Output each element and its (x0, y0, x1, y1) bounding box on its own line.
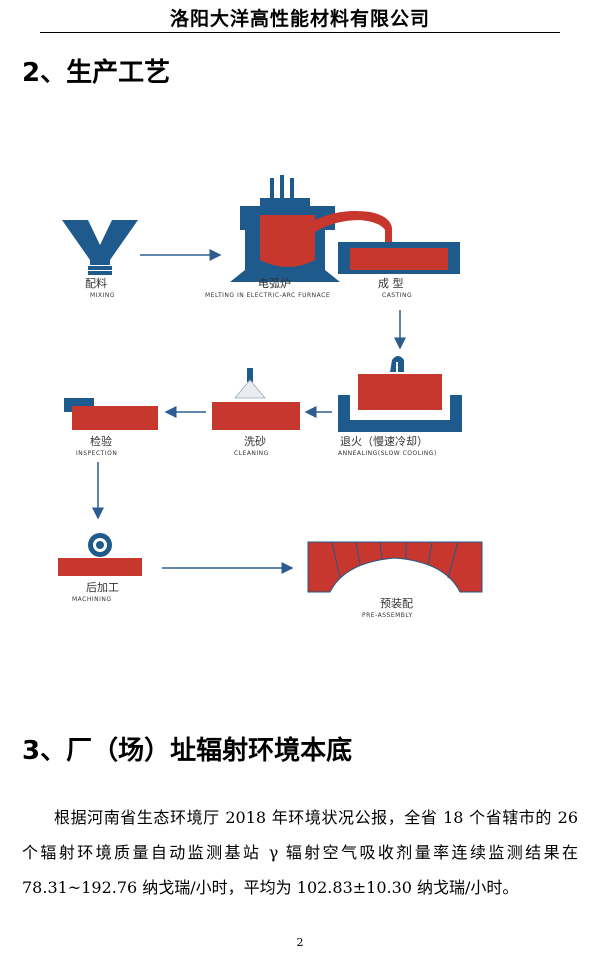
machining-icon (58, 533, 142, 576)
page-number: 2 (296, 936, 304, 949)
cleaning-label: 洗砂 (244, 435, 266, 448)
preassembly-arch-icon (307, 541, 483, 593)
annealing-label: 退火（慢速冷却） (340, 435, 428, 448)
section-2-heading: 2、生产工艺 (22, 58, 171, 88)
body-paragraph: 根据河南省生态环境厅 2018 年环境状况公报，全省 18 个省辖市的 26 个… (22, 800, 578, 905)
annealing-label-en: ANNEALING(SLOW COOLING) (338, 450, 437, 457)
header-rule (40, 32, 560, 33)
furnace-label-en: MELTING IN ELECTRIC-ARC FURNACE (205, 292, 330, 299)
company-header: 洛阳大洋高性能材料有限公司 (169, 8, 430, 30)
machining-label: 后加工 (86, 581, 119, 594)
casting-label: 成 型 (378, 276, 404, 290)
sand-cleaning-icon (212, 368, 300, 430)
electric-arc-furnace-icon (230, 175, 392, 282)
casting-mold-icon (338, 242, 460, 274)
preassembly-label-en: PRE-ASSEMBLY (362, 612, 413, 619)
mixing-label: 配料 (85, 276, 107, 290)
preassembly-label: 预装配 (380, 597, 413, 610)
annealing-oven-icon (338, 356, 462, 432)
radiation-background-text: 根据河南省生态环境厅 2018 年环境状况公报，全省 18 个省辖市的 26 个… (22, 808, 578, 897)
section-3-heading: 3、厂（场）址辐射环境本底 (22, 736, 353, 766)
casting-label-en: CASTING (382, 292, 412, 299)
mixing-hopper-icon (62, 220, 138, 275)
process-flow-diagram: 配料 MIXING 电弧炉 MELTING IN ELECTRIC-ARC FU… (40, 170, 540, 640)
furnace-label: 电弧炉 (258, 276, 291, 290)
inspection-label: 检验 (90, 434, 112, 448)
machining-label-en: MACHINING (72, 596, 112, 603)
cleaning-label-en: CLEANING (234, 450, 269, 457)
mixing-label-en: MIXING (90, 292, 115, 299)
inspection-label-en: INSPECTION (76, 450, 117, 457)
inspection-icon (64, 398, 158, 430)
